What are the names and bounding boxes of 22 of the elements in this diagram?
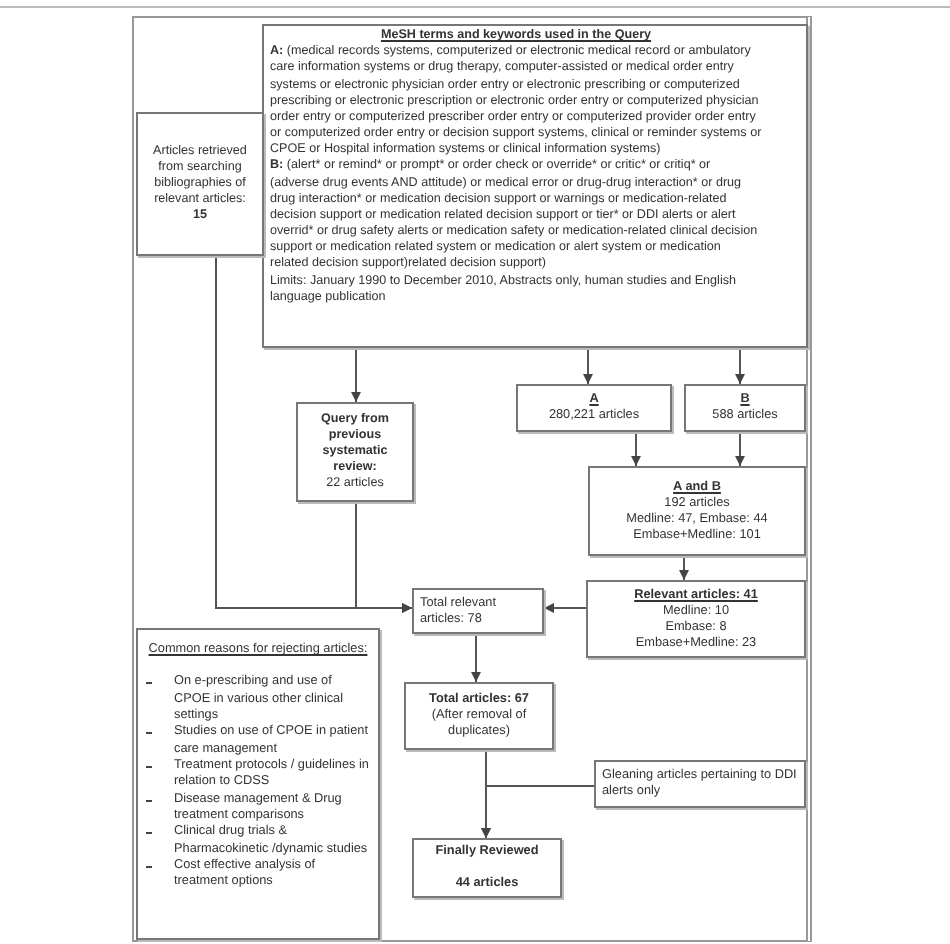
arrow: [355, 501, 413, 613]
process-box: [404, 682, 554, 750]
process-box: [136, 112, 264, 256]
arrow: [471, 633, 481, 683]
arrow: [735, 347, 745, 385]
arrow: [631, 431, 641, 467]
arrow: [351, 347, 361, 403]
process-box: [516, 384, 672, 432]
process-box: [412, 838, 562, 898]
process-box: [588, 466, 806, 556]
notes-box: [136, 628, 380, 940]
process-box: [296, 402, 414, 502]
arrow: [679, 555, 689, 581]
process-box: [594, 760, 806, 808]
process-box: [262, 24, 808, 348]
process-box: [586, 580, 806, 658]
process-box: [412, 588, 544, 634]
process-box: [684, 384, 806, 432]
arrow: [543, 603, 587, 613]
arrow: [583, 347, 593, 385]
arrow: [735, 431, 745, 467]
arrow: [481, 785, 595, 839]
